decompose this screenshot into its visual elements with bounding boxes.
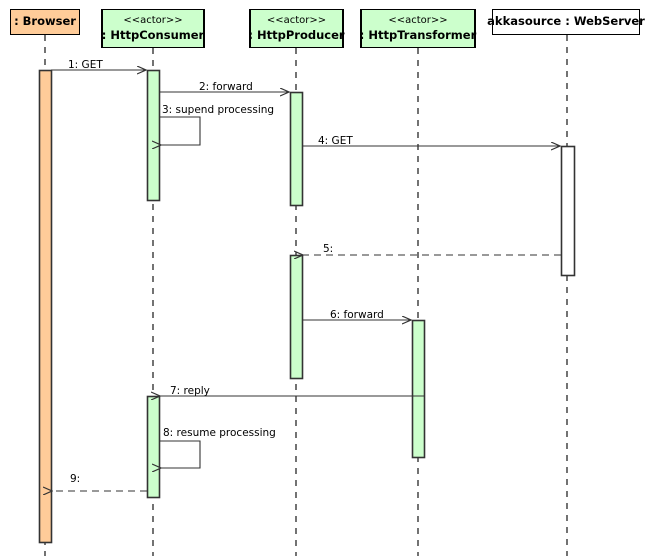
lifeline-head-http-producer[interactable]: <<actor>>: HttpProducer	[248, 9, 345, 48]
message-label-9: 9:	[70, 473, 81, 485]
message-label-1: 1: GET	[68, 59, 103, 71]
message-path-3[interactable]	[159, 116, 201, 145]
lifeline-name: : Browser	[14, 14, 76, 29]
activation-bar-act-transformer-1[interactable]	[411, 319, 426, 459]
message-label-5: 5:	[323, 243, 334, 255]
message-label-7: 7: reply	[170, 385, 210, 397]
message-label-3: 3: supend processing	[162, 104, 275, 116]
activation-bar-group	[38, 69, 576, 544]
lifeline-name: : HttpConsumer	[101, 27, 205, 42]
lifeline-name: : HttpProducer	[248, 27, 345, 42]
activation-bar-act-browser-1[interactable]	[38, 69, 53, 544]
lifeline-name: : HttpTransformer	[359, 27, 477, 42]
message-label-6: 6: forward	[330, 309, 384, 321]
lifeline-head-browser[interactable]: : Browser	[10, 9, 80, 35]
lifeline-name: akkasource : WebServer	[487, 14, 645, 29]
lifeline-stereotype: <<actor>>	[123, 15, 183, 27]
lifeline-stereotype: <<actor>>	[266, 15, 327, 27]
message-label-2: 2: forward	[199, 81, 253, 93]
lifeline-head-http-transformer[interactable]: <<actor>>: HttpTransformer	[360, 9, 476, 48]
activation-bar-act-consumer-2[interactable]	[146, 395, 161, 499]
message-label-8: 8: resume processing	[163, 427, 276, 439]
lifeline-head-web-server[interactable]: akkasource : WebServer	[487, 9, 645, 35]
message-label-4: 4: GET	[318, 135, 353, 147]
lifeline-axis-group	[44, 35, 568, 556]
message-path-8[interactable]	[159, 440, 201, 468]
lifeline-stereotype: <<actor>>	[388, 15, 448, 27]
lifeline-head-http-consumer[interactable]: <<actor>>: HttpConsumer	[101, 9, 205, 48]
activation-bar-act-producer-2[interactable]	[289, 254, 304, 380]
activation-bar-act-webserver-1[interactable]	[560, 145, 576, 277]
activation-bar-act-producer-1[interactable]	[289, 91, 304, 207]
activation-bar-act-consumer-1[interactable]	[146, 69, 161, 202]
message-arrow-group	[51, 70, 561, 491]
